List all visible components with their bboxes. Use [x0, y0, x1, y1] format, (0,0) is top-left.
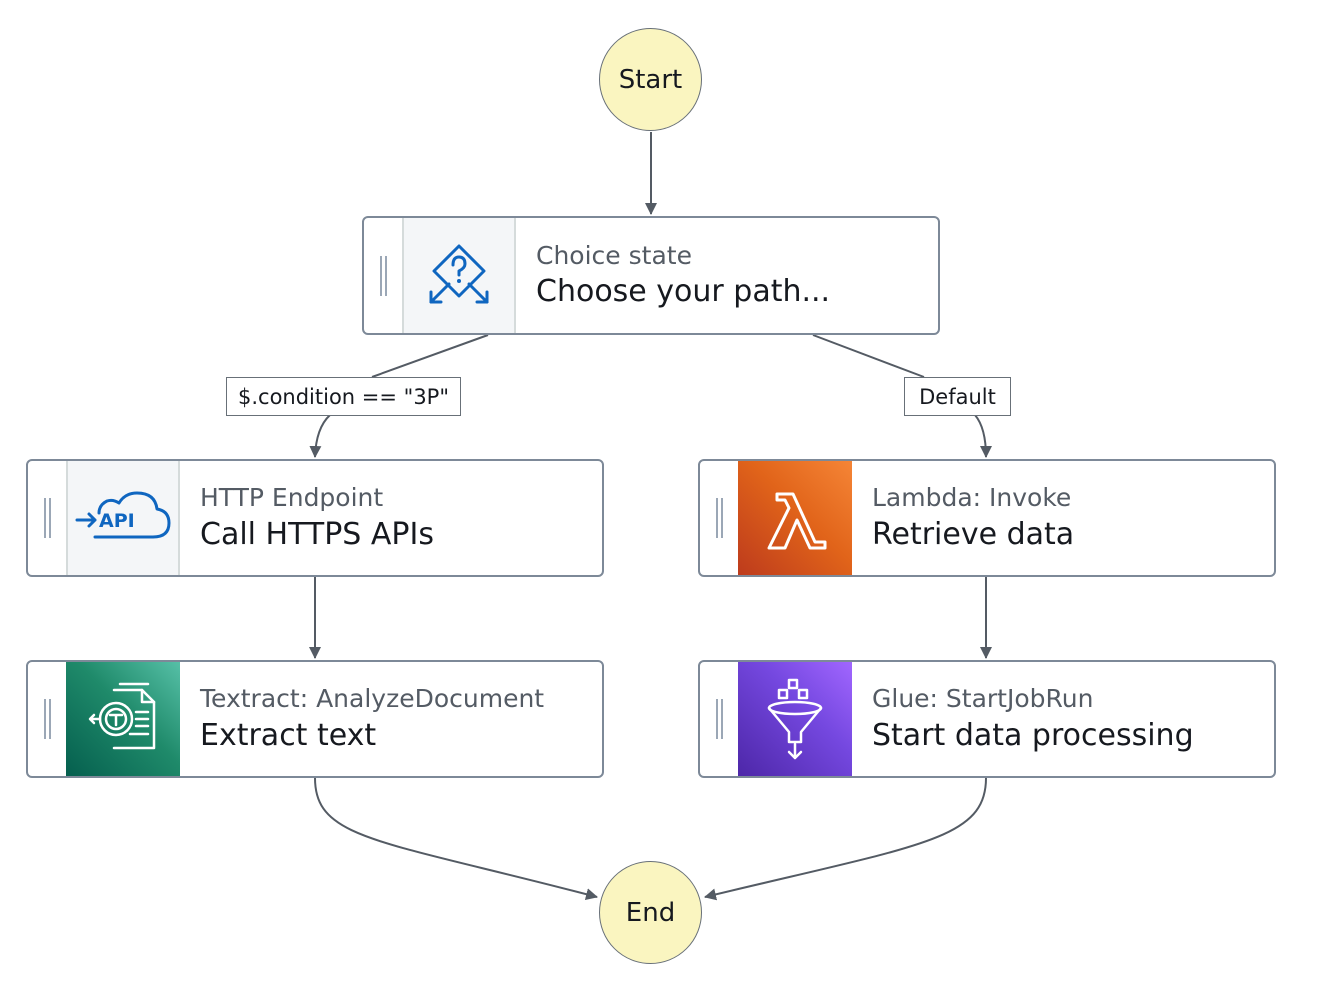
end-label: End — [625, 897, 676, 928]
textract-state-node[interactable]: Textract: AnalyzeDocument Extract text — [26, 660, 604, 778]
lambda-state-node[interactable]: Lambda: Invoke Retrieve data — [698, 459, 1276, 577]
edge-label-condition: $.condition == "3P" — [226, 377, 461, 416]
edge-label-condition-to-http — [309, 414, 331, 458]
http-endpoint-state-type: HTTP Endpoint — [200, 483, 384, 513]
edge-label-default-to-lambda — [974, 414, 992, 458]
edge-glue-to-end — [704, 777, 987, 901]
choice-state-node[interactable]: Choice state Choose your path... — [362, 216, 940, 335]
svg-text:API: API — [99, 510, 135, 532]
drag-handle[interactable] — [700, 461, 738, 575]
textract-state-type: Textract: AnalyzeDocument — [200, 684, 545, 714]
textract-icon — [66, 662, 180, 776]
edge-label-default: Default — [904, 377, 1011, 416]
edge-textract-to-end — [314, 777, 598, 901]
glue-funnel-icon — [738, 662, 852, 776]
lambda-state-type: Lambda: Invoke — [872, 483, 1072, 513]
glue-state-name: Start data processing — [872, 717, 1194, 753]
lambda-state-name: Retrieve data — [872, 516, 1075, 552]
drag-handle[interactable] — [364, 218, 402, 333]
drag-handle[interactable] — [28, 662, 66, 776]
end-node[interactable]: End — [599, 861, 702, 964]
start-label: Start — [618, 64, 683, 95]
edge-choice-to-label-default — [812, 334, 925, 378]
glue-state-node[interactable]: Glue: StartJobRun Start data processing — [698, 660, 1276, 778]
http-endpoint-state-node[interactable]: API HTTP Endpoint Call HTTPS APIs — [26, 459, 604, 577]
glue-state-type: Glue: StartJobRun — [872, 684, 1094, 714]
start-node[interactable]: Start — [599, 28, 702, 131]
http-endpoint-state-name: Call HTTPS APIs — [200, 516, 434, 552]
choice-state-type: Choice state — [536, 240, 692, 270]
api-cloud-icon: API — [66, 461, 180, 575]
edge-choice-to-label-condition — [371, 334, 489, 378]
lambda-icon — [738, 461, 852, 575]
choice-diamond-icon — [402, 218, 516, 333]
textract-state-name: Extract text — [200, 717, 377, 753]
drag-handle[interactable] — [28, 461, 66, 575]
choice-state-name: Choose your path... — [536, 274, 831, 310]
drag-handle[interactable] — [700, 662, 738, 776]
